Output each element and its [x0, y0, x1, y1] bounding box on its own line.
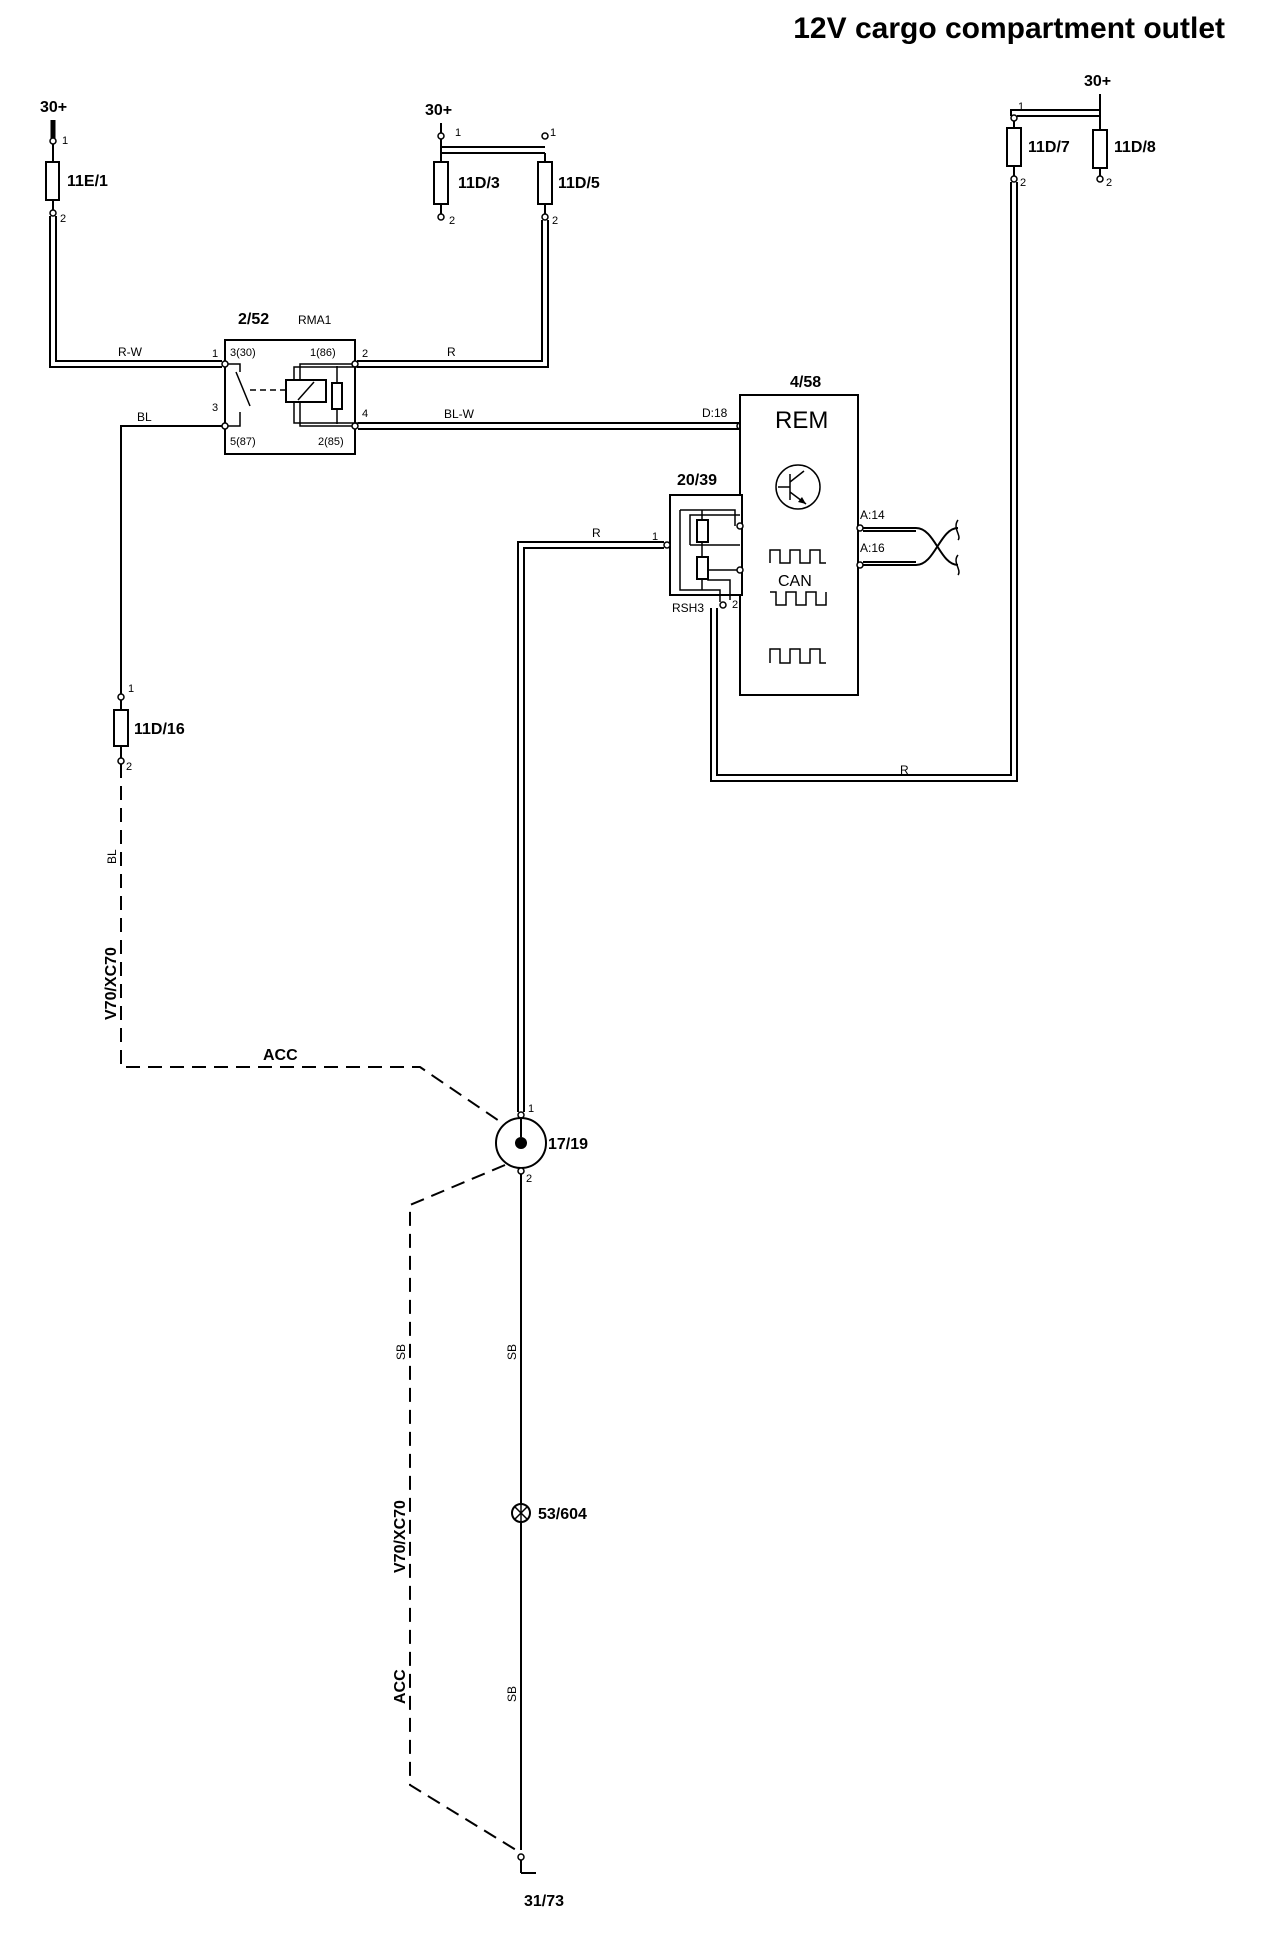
resistor-module-pin-1: 1	[652, 531, 658, 543]
resistor-module-id: 20/39	[677, 472, 717, 489]
fuse-11d7-label: 11D/7	[1028, 139, 1070, 156]
splice-label: 53/604	[538, 1506, 587, 1523]
wire-label-bl-w: BL-W	[444, 407, 475, 421]
variant-label-upper-acc: ACC	[263, 1047, 298, 1064]
fuse-11d5-pin-bottom: 2	[552, 215, 558, 227]
fuse-11d3-label: 11D/3	[458, 175, 500, 192]
dashed-acc-upper	[120, 764, 506, 1126]
variant-label-upper-model: V70/XC70	[103, 947, 120, 1020]
diagram-title: 12V cargo compartment outlet	[793, 12, 1225, 45]
fuse-11d7-pin2	[1010, 175, 1018, 183]
relay-terminal-85: 2(85)	[318, 436, 344, 448]
wire-label-sb-left: SB	[394, 1344, 408, 1360]
outlet-label: 17/19	[548, 1136, 588, 1153]
fuse-11d8-pin-bottom: 2	[1106, 177, 1112, 189]
resistor-module-name: RSH3	[672, 601, 704, 615]
relay-pin-2: 2	[362, 348, 368, 360]
fuse-11d5	[537, 161, 553, 205]
wire-label-r-bottom: R	[900, 763, 909, 777]
outlet-pin-1: 1	[528, 1103, 534, 1115]
fuse-11e1-pin-bottom: 2	[60, 213, 66, 225]
ground-label: 31/73	[524, 1893, 564, 1910]
wire-label-r-w: R-W	[118, 345, 143, 359]
wire-label-bl: BL	[137, 410, 152, 424]
fuse-11d3-pin1	[437, 132, 445, 140]
fuse-11d3-pin-bottom: 2	[449, 215, 455, 227]
fuse-11e1	[45, 161, 60, 201]
fuse-11d3	[433, 161, 449, 205]
splice-icon	[511, 1503, 531, 1523]
relay-terminal-86: 1(86)	[310, 347, 336, 359]
rem-pin-d18: D:18	[702, 406, 728, 420]
fuse-11d7	[1006, 127, 1022, 167]
relay-pin-3: 3	[212, 402, 218, 414]
fuse-11d16-pin2	[117, 757, 125, 765]
outlet-pin-2: 2	[526, 1173, 532, 1185]
fuse-11d5-pin-top: 1	[550, 127, 556, 139]
relay-pin-4: 4	[362, 408, 368, 420]
variant-label-lower-acc: ACC	[392, 1669, 409, 1704]
relay-terminal-30: 3(30)	[230, 347, 256, 359]
fuse-11e1-pin2	[49, 209, 57, 217]
relay-terminal-87: 5(87)	[230, 436, 256, 448]
fuse-11d8	[1092, 129, 1108, 169]
wire-label-r-top: R	[447, 345, 456, 359]
wire-r-mid	[517, 541, 664, 1112]
rem-name: REM	[775, 407, 828, 434]
fuse-11d16-pin-top: 1	[128, 683, 134, 695]
variant-label-lower-model: V70/XC70	[392, 1500, 409, 1573]
rem-can-label: CAN	[778, 573, 812, 590]
can-bus-twisted-pair	[863, 527, 959, 566]
wire-r-top	[357, 220, 543, 362]
fuse-11d16-label: 11D/16	[134, 721, 185, 738]
transistor-icon	[775, 464, 821, 510]
dashed-acc-lower	[409, 1164, 522, 1854]
fuse-11d16-pin-bottom: 2	[126, 761, 132, 773]
relay-name: RMA1	[298, 313, 332, 327]
wire-r-bottom	[716, 182, 1012, 776]
fuse-11d5-label: 11D/5	[558, 175, 600, 192]
fuse-11d16-pin1	[117, 693, 125, 701]
fuse-11d7-pin-bottom: 2	[1020, 177, 1026, 189]
fuse-11d7-pin-top: 1	[1018, 101, 1024, 113]
supply-label-left: 30+	[40, 99, 67, 116]
resistor-module-pin-2: 2	[732, 599, 738, 611]
wire-label-bl-vertical: BL	[105, 849, 119, 864]
supply-label-middle: 30+	[425, 102, 452, 119]
wire-label-r-mid: R	[592, 526, 601, 540]
relay-pin-1: 1	[212, 348, 218, 360]
rem-pin-a14: A:14	[860, 508, 885, 522]
fuse-11d3-pin-top: 1	[455, 127, 461, 139]
fuse-11e1-pin-top: 1	[62, 135, 68, 147]
wire-label-sb-lower: SB	[505, 1686, 519, 1702]
wire-label-sb-upper: SB	[505, 1344, 519, 1360]
outlet-contact	[515, 1137, 527, 1149]
fuse-11d5-pin1	[541, 132, 549, 140]
ground-icon	[520, 1860, 536, 1874]
fuse-11d5-pin2	[541, 213, 549, 221]
relay-id: 2/52	[238, 311, 269, 328]
fuse-11d3-pin2	[437, 213, 445, 221]
supply-label-right: 30+	[1084, 73, 1111, 90]
fuse-11e1-pin1	[49, 137, 57, 145]
fuse-11d8-label: 11D/8	[1114, 139, 1156, 156]
rem-id: 4/58	[790, 374, 821, 391]
rem-pin-a16: A:16	[860, 541, 885, 555]
fuse-11d16	[113, 709, 129, 747]
rem-module	[739, 394, 859, 696]
fuse-11e1-label: 11E/1	[67, 173, 108, 190]
wire-bl	[120, 425, 222, 694]
wire-r-w	[49, 216, 222, 368]
fuse-11d7-pin1	[1010, 114, 1018, 122]
can-signal-icon	[769, 549, 827, 606]
pulse-icon	[769, 648, 826, 664]
fuse-11d8-pin2	[1096, 175, 1104, 183]
